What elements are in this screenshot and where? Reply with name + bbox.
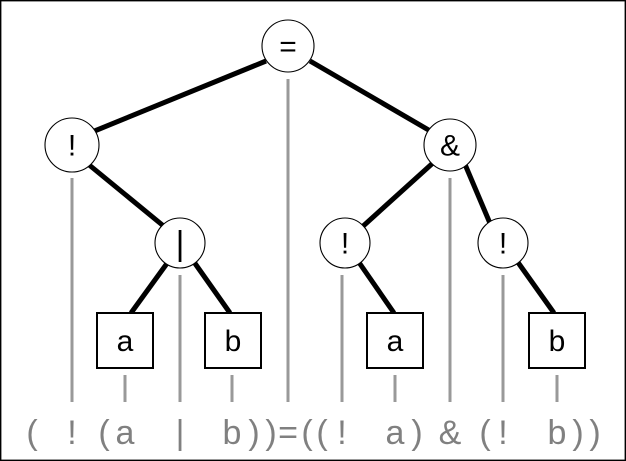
node-label-not-right: !: [499, 228, 507, 261]
node-label-root: =: [279, 31, 297, 64]
node-not-right[interactable]: !: [477, 217, 529, 269]
source-token-7: ): [265, 414, 276, 452]
edge-and-to-not-mid: [359, 160, 436, 230]
node-not-mid[interactable]: !: [319, 217, 371, 269]
source-token-9: (: [301, 414, 313, 452]
source-token-3: a: [116, 414, 135, 452]
node-shape-box: [366, 312, 424, 369]
node-leaf-b1[interactable]: b: [204, 312, 262, 369]
node-leaf-b2[interactable]: b: [528, 312, 586, 369]
node-label-leaf-a2: a: [387, 325, 404, 358]
source-token-12: a: [386, 414, 405, 452]
edge-not-right-to-leaf-b2: [514, 259, 557, 315]
source-token-1: !: [67, 414, 76, 452]
node-shape-circle: [44, 117, 100, 173]
node-shape-circle: [477, 217, 529, 269]
guide-lines-layer: [70, 79, 559, 402]
node-leaf-a1[interactable]: a: [96, 312, 154, 369]
source-token-19: ): [589, 414, 600, 452]
source-token-17: b: [548, 414, 567, 452]
node-label-leaf-b2: b: [549, 325, 566, 358]
node-shape-box: [528, 312, 586, 369]
source-token-14: &: [439, 414, 462, 452]
node-shape-circle: [319, 217, 371, 269]
edge-not-left-to-or: [86, 162, 168, 230]
node-or[interactable]: |: [154, 217, 206, 269]
source-token-8: =: [278, 414, 298, 452]
node-root[interactable]: =: [261, 19, 315, 73]
source-expression-layer: (!(a|b))=((!a)&(!b)): [26, 414, 600, 452]
node-shape-circle: [154, 217, 206, 269]
edge-or-to-leaf-b1: [191, 260, 233, 315]
node-label-not-left: !: [68, 130, 76, 163]
edge-or-to-leaf-a1: [128, 260, 171, 315]
node-not-left[interactable]: !: [44, 117, 100, 173]
edge-root-to-and: [308, 58, 434, 135]
source-token-13: ): [411, 414, 422, 452]
node-label-not-mid: !: [341, 228, 349, 261]
tree-edges-layer: [86, 58, 557, 315]
node-label-and: &: [440, 130, 460, 163]
source-token-6: ): [248, 414, 259, 452]
node-leaf-a2[interactable]: a: [366, 312, 424, 369]
source-token-10: (: [316, 414, 328, 452]
source-token-16: !: [498, 414, 507, 452]
source-token-15: (: [479, 414, 491, 452]
tree-nodes-layer: =! & |!! a b a b: [44, 19, 586, 369]
node-shape-circle: [423, 118, 477, 172]
source-token-11: !: [337, 414, 346, 452]
source-token-2: (: [98, 414, 110, 452]
node-label-leaf-b1: b: [225, 325, 242, 358]
edge-not-mid-to-leaf-a2: [355, 259, 397, 315]
node-label-or: |: [176, 225, 185, 263]
edge-and-to-not-right: [461, 161, 495, 229]
source-token-5: b: [223, 414, 242, 452]
node-label-leaf-a1: a: [117, 325, 134, 358]
source-token-0: (: [26, 414, 38, 452]
source-token-4: |: [176, 414, 185, 452]
node-shape-box: [96, 312, 154, 369]
source-token-18: ): [572, 414, 583, 452]
edge-root-to-not-left: [91, 58, 267, 135]
node-shape-box: [204, 312, 262, 369]
node-shape-circle: [261, 19, 315, 73]
node-and[interactable]: &: [423, 118, 477, 172]
